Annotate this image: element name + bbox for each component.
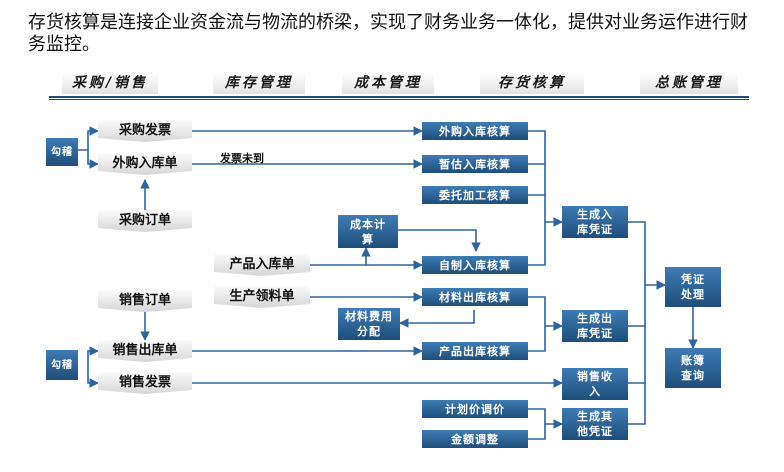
headline: 存货核算是连接企业资金流与物流的桥梁，实现了财务业务一体化，提供对业务运作进行财… xyxy=(28,12,748,55)
node-provisional-in: 暂估入库核算 xyxy=(422,155,528,173)
column-header-inventory-management: 库存管理 xyxy=(213,72,305,94)
connector-material-out-to-alloc xyxy=(399,310,475,328)
node-material-requisition: 生产领料单 xyxy=(214,286,310,308)
node-sales-order: 销售订单 xyxy=(98,290,192,312)
connector-planned-price-merge xyxy=(528,408,563,429)
header-rule xyxy=(49,96,749,98)
connector-self-made-merge xyxy=(528,222,546,266)
column-header-general-ledger: 总账管理 xyxy=(640,72,738,94)
node-sales-revenue: 销售收入 xyxy=(562,368,628,400)
column-header-cost-management: 成本管理 xyxy=(342,72,434,94)
node-purchase-receipt: 外购入库单 xyxy=(98,153,192,175)
connector-amount-adj-merge xyxy=(528,424,546,440)
node-purchase-invoice: 采购发票 xyxy=(98,120,192,142)
node-purchase-order: 采购订单 xyxy=(98,210,192,232)
node-hook-bottom: 勾稽 xyxy=(46,350,78,380)
node-gen-other-voucher: 生成其他凭证 xyxy=(562,408,628,440)
node-gen-in-voucher: 生成入库凭证 xyxy=(562,206,628,238)
connector-hook-bottom-to-invoice xyxy=(87,365,99,388)
node-ledger-query: 账簿查询 xyxy=(665,348,721,388)
connector-revenue-to-processing xyxy=(628,285,646,384)
connector-material-out-merge xyxy=(528,296,563,331)
flow-label-invoice-not-arrived: 发票未到 xyxy=(220,152,264,165)
node-cost-calc: 成本计算 xyxy=(338,215,398,248)
node-purchased-in: 外购入库核算 xyxy=(422,122,528,140)
connector-other-voucher-to-processing xyxy=(628,383,646,425)
node-sales-invoice: 销售发票 xyxy=(98,372,192,394)
node-self-made-in: 自制入库核算 xyxy=(422,256,528,274)
node-product-out: 产品出库核算 xyxy=(422,342,528,360)
column-header-inventory-accounting: 存货核算 xyxy=(480,72,584,94)
node-amount-adj: 金额调整 xyxy=(422,430,528,448)
node-product-receipt: 产品入库单 xyxy=(214,254,310,276)
connector-in-voucher-to-processing xyxy=(628,221,666,290)
header-rule-thin xyxy=(49,99,749,100)
node-consigned-processing: 委托加工核算 xyxy=(422,186,528,204)
node-material-cost-alloc: 材料费用分配 xyxy=(338,308,400,340)
node-sales-delivery: 销售出库单 xyxy=(98,340,192,362)
node-material-out: 材料出库核算 xyxy=(422,288,528,306)
node-hook-top: 勾稽 xyxy=(46,138,78,166)
node-planned-price-adj: 计划价调价 xyxy=(422,400,528,418)
connector-hook-to-receipt xyxy=(87,150,99,169)
connector-hook-bottom-to-delivery xyxy=(87,346,99,365)
node-gen-out-voucher: 生成出库凭证 xyxy=(562,310,628,342)
connector-purchased-in-merge xyxy=(528,130,563,227)
connector-cost-calc-to-self-made xyxy=(398,229,481,252)
connector-product-out-merge xyxy=(528,326,546,352)
column-header-purchase-sales: 采购/销售 xyxy=(62,72,158,94)
node-voucher-processing: 凭证处理 xyxy=(665,267,721,307)
connector-hook-to-invoice xyxy=(78,126,99,151)
